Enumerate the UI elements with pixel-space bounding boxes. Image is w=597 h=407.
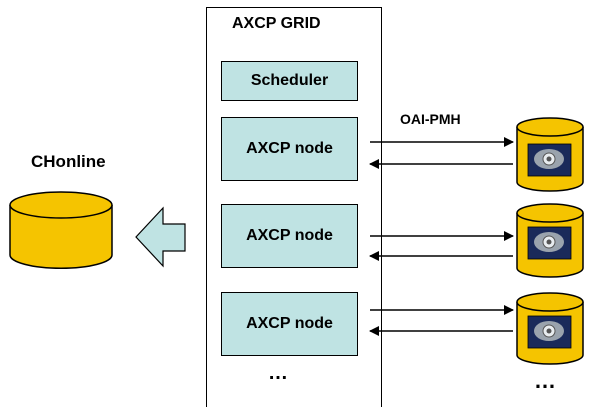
chonline-database-icon [9, 191, 113, 269]
source-repository-3-icon [516, 292, 584, 365]
more-sources-ellipsis: … [534, 368, 557, 393]
source-repository-1-icon [516, 117, 584, 192]
oai-pmh-label: OAI-PMH [400, 111, 461, 127]
scheduler-box: Scheduler [221, 61, 358, 101]
transfer-left-arrow [135, 206, 186, 268]
chonline-label: CHonline [31, 152, 106, 171]
axcp-node-2: AXCP node [221, 204, 358, 268]
more-nodes-ellipsis: … [268, 362, 289, 384]
axcp-node-3: AXCP node [221, 292, 358, 356]
axcp-node-1: AXCP node [221, 117, 358, 181]
source-repository-2-icon [516, 203, 584, 278]
axcp-grid-title: AXCP GRID [232, 15, 321, 32]
